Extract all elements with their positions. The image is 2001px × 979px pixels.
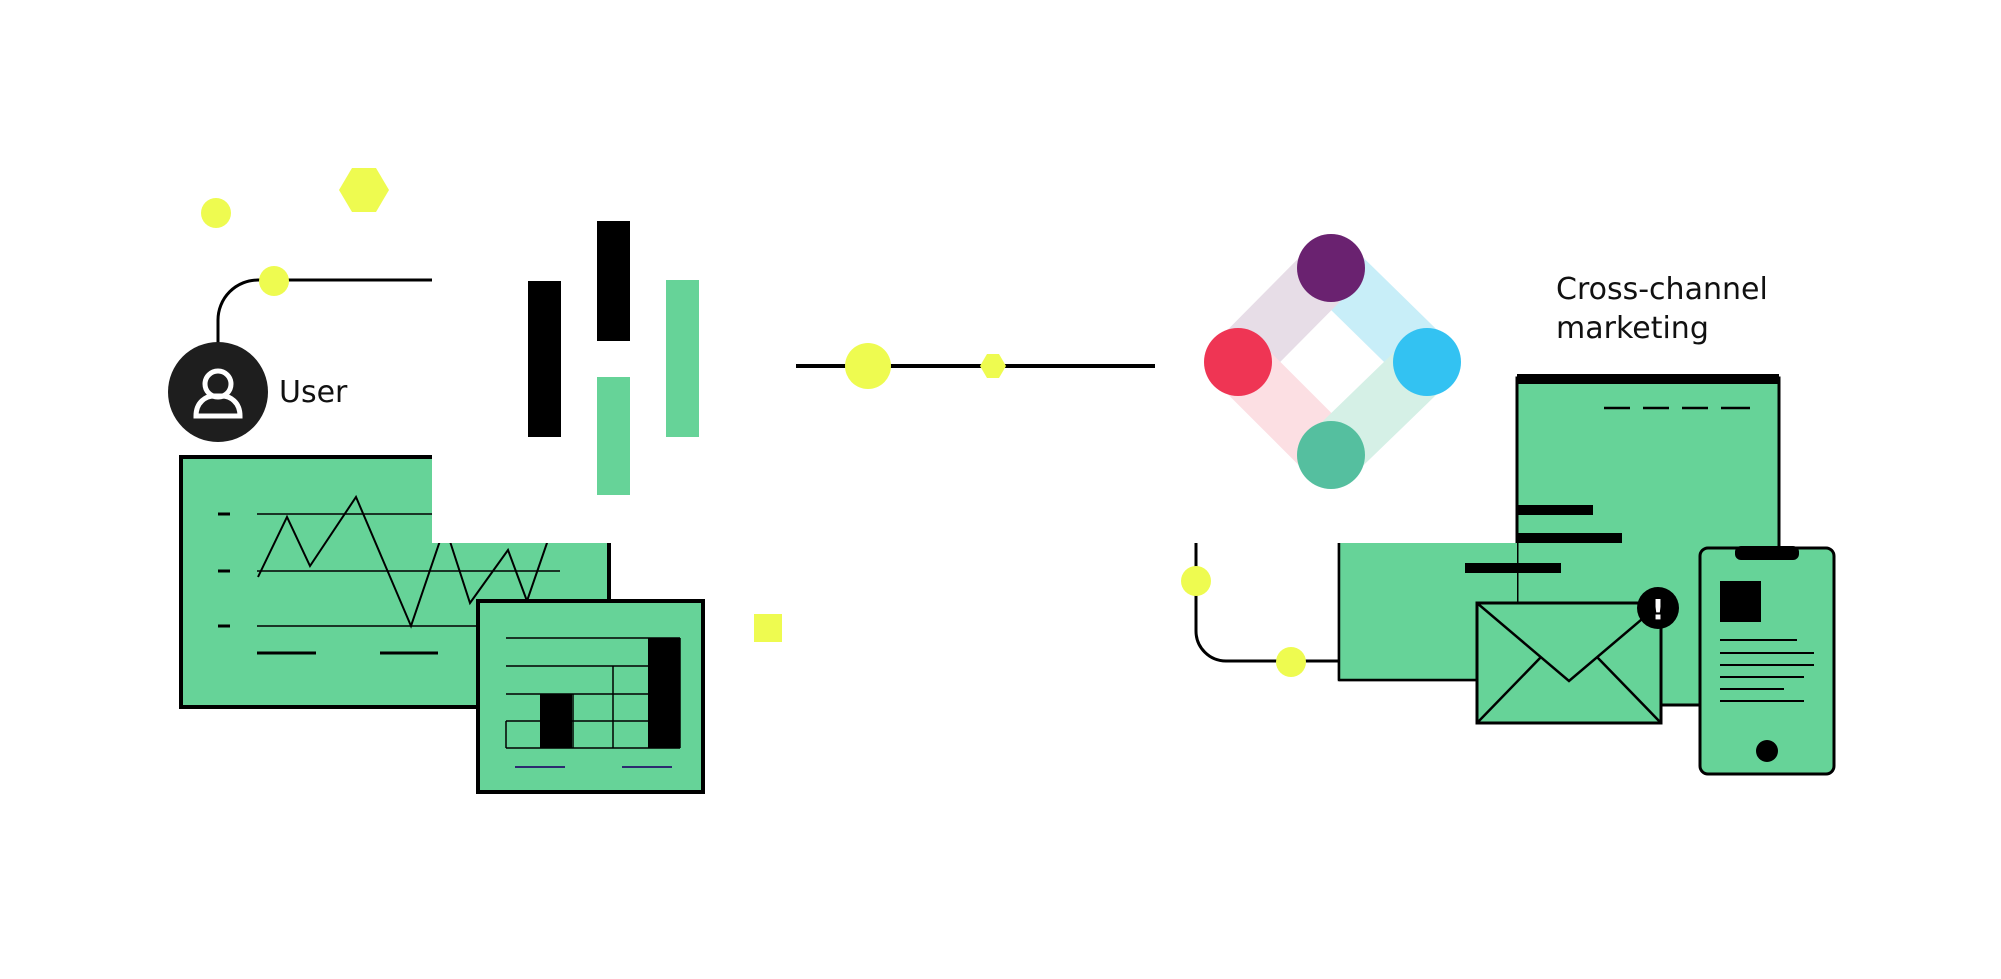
yellow-dot-small — [201, 198, 231, 228]
vertical-bars-icon — [528, 221, 699, 495]
pipeline-node-large — [845, 343, 891, 389]
marketing-label-line1: Cross-channel — [1556, 272, 1768, 307]
yellow-square — [754, 614, 782, 642]
mobile-phone-icon[interactable] — [1698, 546, 1836, 776]
trend-line — [257, 494, 549, 629]
user-label: User — [279, 375, 348, 410]
channels-connector-line — [1194, 543, 1339, 663]
user-avatar[interactable] — [168, 342, 268, 442]
connector-node-lower — [1276, 647, 1306, 677]
phone-home-button[interactable] — [1756, 740, 1778, 762]
marketing-label: Cross-channel marketing — [1556, 272, 1777, 346]
user-icon — [193, 368, 243, 419]
four-dot-diamond-icon — [1204, 234, 1461, 489]
phone-image-block — [1720, 581, 1761, 622]
teal-dot — [1297, 421, 1365, 489]
alert-icon: ! — [1637, 587, 1679, 629]
red-dot — [1204, 328, 1272, 396]
connector-node-upper — [1181, 566, 1211, 596]
yellow-hexagon — [339, 168, 389, 212]
cyan-dot — [1393, 328, 1461, 396]
pipeline-node-hex — [980, 354, 1006, 378]
purple-dot — [1297, 234, 1365, 302]
envelope-icon[interactable] — [1475, 601, 1663, 725]
avatar-circle — [168, 342, 268, 442]
bar-chart-card — [476, 599, 705, 794]
marketing-label-line2: marketing — [1556, 311, 1709, 346]
alert-symbol: ! — [1652, 593, 1665, 626]
user-connector-line — [216, 278, 432, 346]
connector-node — [259, 266, 289, 296]
